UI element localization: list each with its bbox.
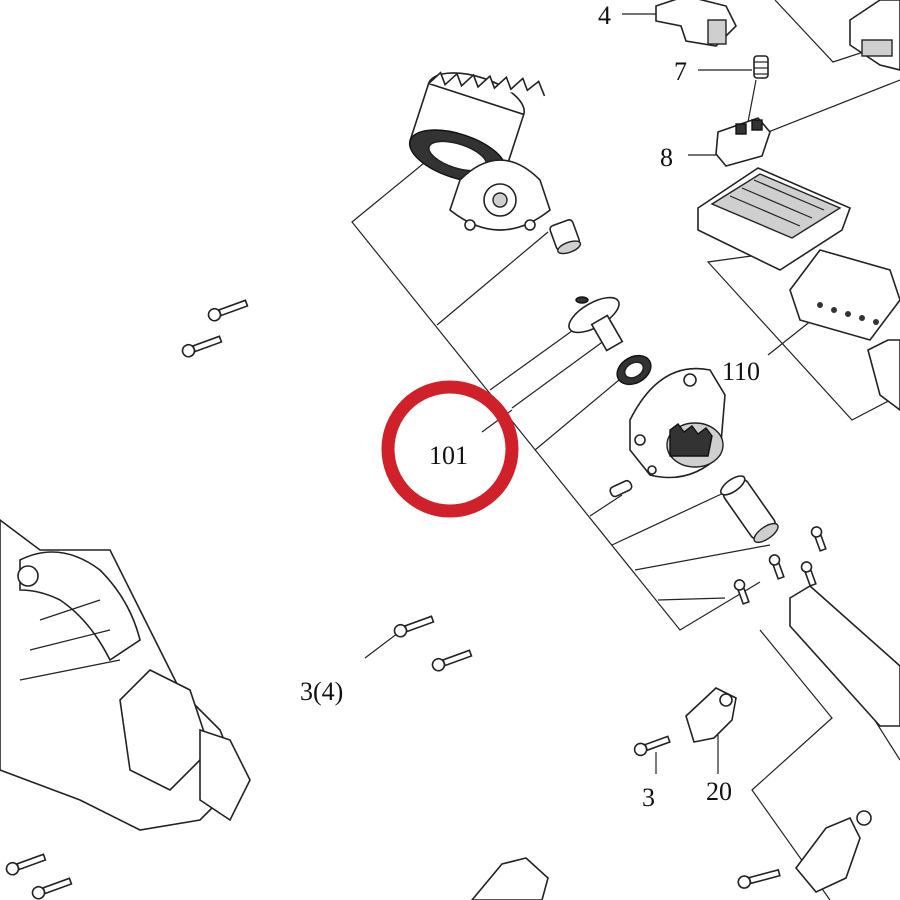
part-4 [655, 0, 737, 47]
callout-label-3-4: 3(4) [300, 677, 343, 706]
bottom-center-part [470, 857, 549, 900]
gear-housing-part [629, 367, 726, 479]
screws-cluster [733, 526, 827, 605]
part-3-screw [633, 735, 671, 757]
part-7-spring [753, 55, 769, 79]
part-20-clip [685, 687, 737, 743]
callout-label-8: 8 [660, 143, 673, 172]
long-housing-part [789, 585, 900, 727]
callout-label-101: 101 [429, 441, 468, 470]
highlight-ring [381, 380, 519, 518]
pinion-shaft-part [568, 296, 624, 352]
heatsink-part [697, 167, 852, 271]
callout-label-110: 110 [722, 357, 760, 386]
lower-right-bracket-part [737, 810, 872, 893]
motor-housing-part [0, 519, 251, 831]
small-screw-part [609, 465, 657, 498]
callout-label-20: 20 [706, 777, 732, 806]
loose-screws-left [5, 299, 473, 900]
callout-label-7: 7 [674, 57, 687, 86]
armature-part [408, 71, 582, 255]
part-8-brush-holder [715, 117, 771, 167]
callout-label-3: 3 [642, 783, 655, 812]
right-edge-part [867, 339, 900, 411]
top-right-housing-part [849, 0, 900, 71]
callout-label-4: 4 [598, 1, 611, 30]
part-110-switch [789, 249, 900, 341]
bearing-part [616, 354, 652, 386]
sleeve-part [720, 475, 779, 544]
